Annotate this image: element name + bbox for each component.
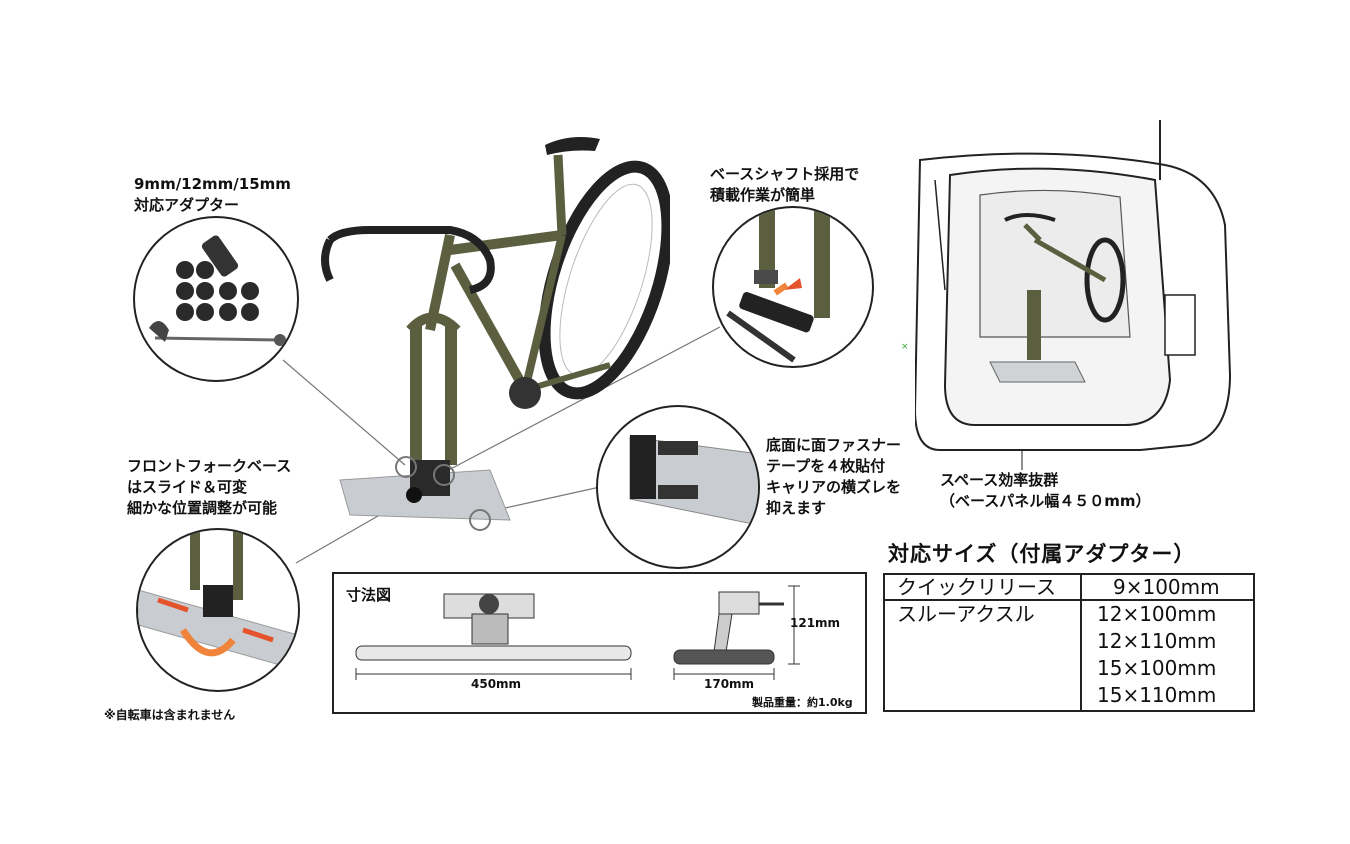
dimension-drawing: 寸法図 450mm 170mm 121mm 製品重量：約1.0kg xyxy=(332,572,867,714)
base-shaft-icon xyxy=(726,208,830,363)
size-row-type: クイックリリース xyxy=(897,575,1056,599)
fastener-circle xyxy=(596,405,760,569)
dimension-lines xyxy=(355,585,800,680)
dimension-title: 寸法図 xyxy=(346,586,392,604)
size-value: 12×100mm xyxy=(1097,602,1217,626)
svg-text:×: × xyxy=(901,342,909,352)
dimension-depth: 170mm xyxy=(704,677,755,691)
dimension-height: 121mm xyxy=(790,616,841,630)
size-value: 9×100mm xyxy=(1113,575,1220,599)
size-value: 12×110mm xyxy=(1097,629,1217,653)
callout-base-shaft: ベースシャフト採用で 積載作業が簡単 xyxy=(710,165,860,204)
size-table-title: 対応サイズ（付属アダプター） xyxy=(888,542,1196,566)
size-value: 15×100mm xyxy=(1097,656,1217,680)
size-table: クイックリリース 9×100mm スルーアクスル 12×100mm 12×110… xyxy=(883,573,1255,712)
footnote: ※自転車は含まれません xyxy=(104,708,236,722)
adapter-set-icon xyxy=(149,235,286,346)
callout-fork-base: フロントフォークベース はスライド＆可変 細かな位置調整が可能 xyxy=(127,457,292,517)
size-value: 15×110mm xyxy=(1097,683,1217,707)
product-weight: 製品重量：約1.0kg xyxy=(752,696,853,709)
base-bottom-icon xyxy=(629,435,758,526)
car-rear-illustration xyxy=(915,120,1232,451)
adapter-circle xyxy=(133,216,299,382)
fork-base-slide-icon xyxy=(138,530,298,671)
bike-on-carrier-illustration xyxy=(321,137,670,531)
callout-fastener: 底面に面ファスナー テープを４枚貼付 キャリアの横ズレを 抑えます xyxy=(766,436,902,517)
fork-base-circle xyxy=(136,528,300,692)
callout-adapter: 9mm/12mm/15mm 対応アダプター xyxy=(134,175,291,214)
size-row-type: スルーアクスル xyxy=(897,602,1035,626)
dimension-width: 450mm xyxy=(471,677,522,691)
base-shaft-circle xyxy=(712,206,874,368)
callout-space: スペース効率抜群 （ベースパネル幅４５０mm） xyxy=(940,471,1151,510)
